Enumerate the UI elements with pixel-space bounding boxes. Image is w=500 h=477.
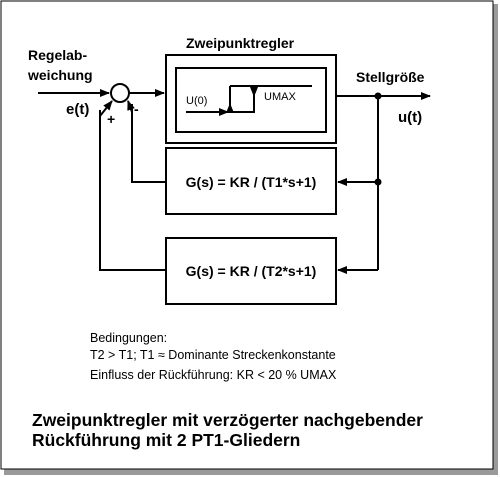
feedback-2-arrow [99, 100, 113, 117]
frame-border [0, 0, 494, 470]
relay-max-label: UMAX [264, 91, 296, 103]
input-label-line1: Regelab- [28, 47, 87, 63]
feedback-2-return-line [99, 110, 166, 271]
sum-plus: + [107, 111, 115, 127]
caption-line-1: Zweipunktregler mit verzögerter nachgebe… [32, 410, 423, 430]
controller-title: Zweipunktregler [186, 35, 295, 51]
controller-box [165, 54, 337, 144]
input-label-line2: weichung [27, 67, 93, 83]
output-label: Stellgröße [356, 69, 425, 85]
conditions-heading: Bedingungen: [90, 331, 168, 345]
feedback-1-return-line [131, 104, 166, 183]
input-signal: e(t) [66, 101, 89, 118]
feedback-1-arrow [127, 100, 135, 113]
caption-line-2: Rückführung mit 2 PT1-Gliedern [32, 430, 301, 450]
conditions-line-2: Einfluss der Rückführung: KR < 20 % UMAX [90, 368, 337, 382]
summing-junction [110, 83, 130, 103]
relay-box [175, 67, 327, 133]
conditions-line-1: T2 > T1; T1 ≈ Dominante Streckenkonstant… [90, 348, 336, 362]
sum-minus: - [134, 101, 139, 117]
feedback-block-2-label: G(s) = KR / (T2*s+1) [186, 263, 317, 279]
relay-input-label: U(0) [186, 95, 207, 107]
feedback-block-1-label: G(s) = KR / (T1*s+1) [186, 174, 317, 190]
output-signal: u(t) [398, 109, 422, 126]
